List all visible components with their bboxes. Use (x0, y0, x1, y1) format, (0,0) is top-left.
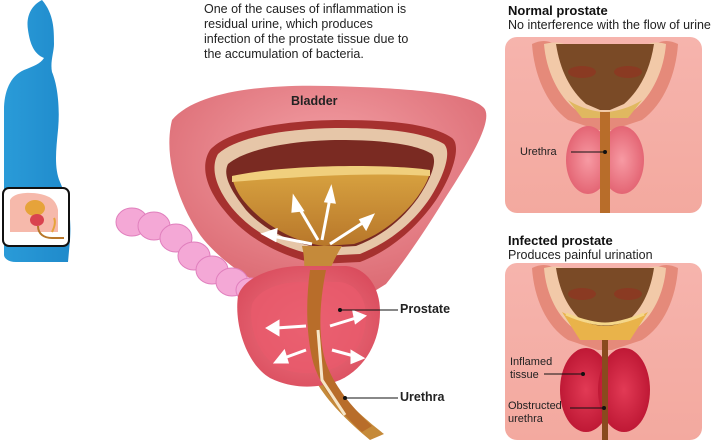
normal-urethra-label: Urethra (520, 146, 557, 158)
normal-prostate-title: Normal prostate (508, 3, 608, 18)
infected-prostate-subtitle: Produces painful urination (508, 248, 653, 262)
infected-prostate-title: Infected prostate (508, 233, 613, 248)
main-cross-section (115, 85, 487, 440)
inflamed-tissue-label-line2: tissue (510, 369, 539, 381)
obstructed-urethra-label: Obstructed urethra (508, 400, 562, 426)
inflamed-tissue-label: Inflamed tissue (510, 356, 552, 382)
bladder-label: Bladder (291, 94, 338, 108)
intro-caption: One of the causes of inflammation is res… (204, 2, 409, 61)
body-silhouette (2, 0, 71, 262)
obstructed-urethra-label-line1: Obstructed (508, 400, 562, 412)
obstructed-urethra-label-line2: urethra (508, 413, 543, 425)
urethra-label: Urethra (400, 390, 445, 404)
inflamed-tissue-label-line1: Inflamed (510, 356, 553, 368)
infected-prostate-panel (505, 263, 702, 440)
normal-prostate-panel (505, 37, 702, 213)
normal-prostate-subtitle: No interference with the flow of urine (508, 18, 711, 32)
prostate-label: Prostate (400, 302, 451, 316)
